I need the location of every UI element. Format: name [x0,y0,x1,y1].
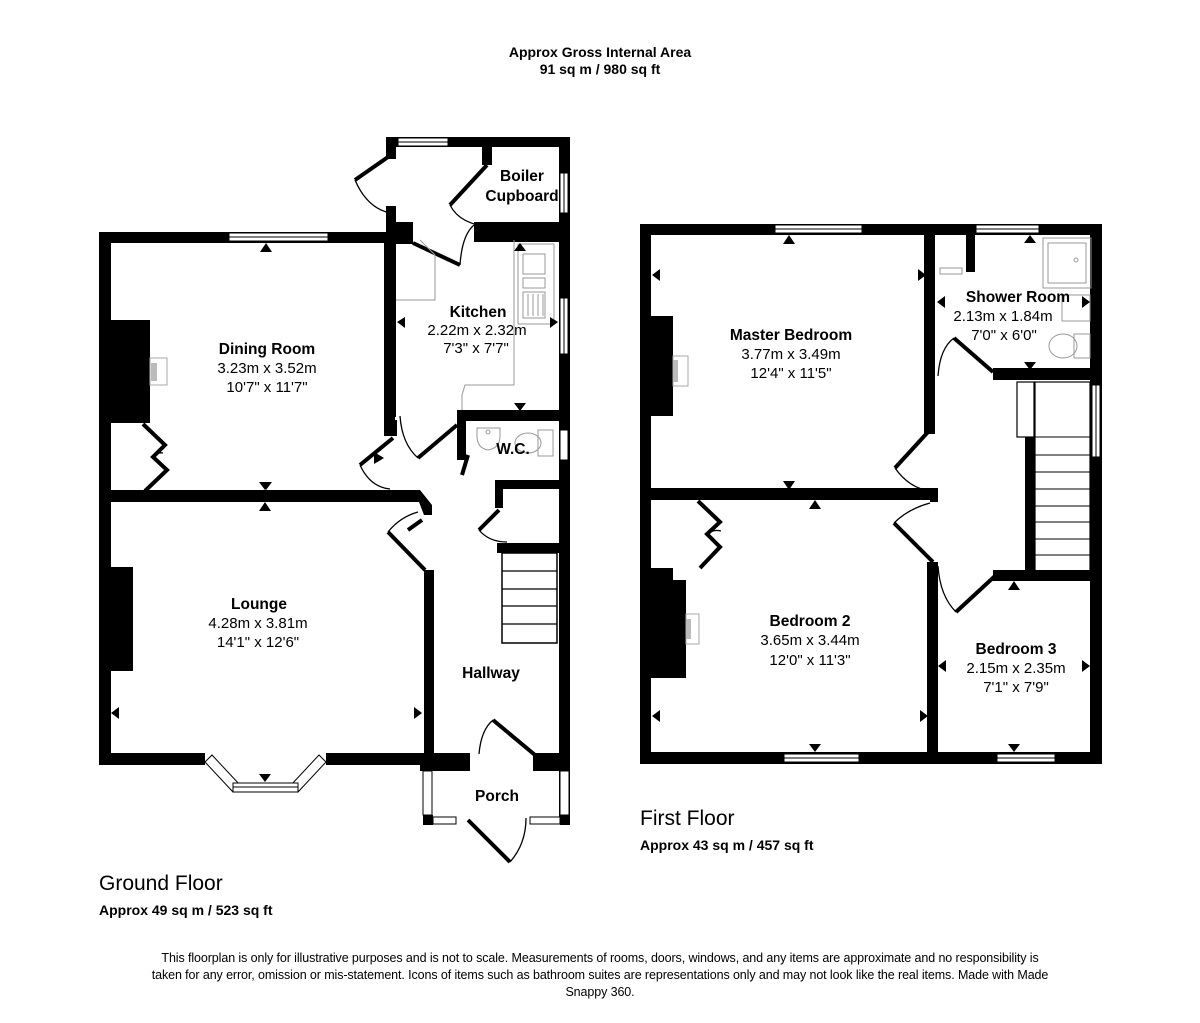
room-label-dining: Dining Room [219,341,315,358]
room-dims-shower-metric: 2.13m x 1.84m [953,308,1052,325]
ground-floor-area: Approx 49 sq m / 523 sq ft [99,902,273,918]
room-label-hallway: Hallway [462,665,520,682]
ground-floor-name: Ground Floor [99,872,223,895]
room-label-master-bedroom: Master Bedroom [730,327,852,344]
room-dims-bedroom2-metric: 3.65m x 3.44m [760,632,859,649]
room-dims-dining-imperial: 10'7" x 11'7" [226,379,307,396]
room-dims-lounge-metric: 4.28m x 3.81m [208,615,307,632]
room-dims-master-imperial: 12'4" x 11'5" [750,365,831,382]
first-floor-name: First Floor [640,807,735,830]
room-dims-kitchen-imperial: 7'3" x 7'7" [443,340,509,357]
gross-area-title: Approx Gross Internal Area [508,44,692,60]
room-dims-kitchen-metric: 2.22m x 2.32m [427,322,526,339]
room-dims-shower-imperial: 7'0" x 6'0" [971,327,1037,344]
room-label-porch: Porch [475,788,519,805]
ground-floor-plan: Boiler Cupboard Kitchen 2.22m x 2.32m 7'… [99,137,570,864]
room-dims-dining-metric: 3.23m x 3.52m [217,360,316,377]
room-dims-bedroom2-imperial: 12'0" x 11'3" [769,652,850,669]
first-floor-area: Approx 43 sq m / 457 sq ft [640,837,814,853]
room-label-boiler-2: Cupboard [485,188,558,205]
room-label-lounge: Lounge [231,596,287,613]
room-label-bedroom-2: Bedroom 2 [770,613,851,630]
room-label-wc: W.C. [496,441,530,458]
room-label-boiler-1: Boiler [500,168,544,185]
first-floor-plan: Master Bedroom 3.77m x 3.49m 12'4" x 11'… [640,224,1102,764]
room-label-shower-room: Shower Room [966,289,1070,306]
gross-area-value: 91 sq m / 980 sq ft [539,61,661,77]
room-dims-master-metric: 3.77m x 3.49m [741,346,840,363]
room-label-kitchen: Kitchen [450,304,507,321]
room-label-bedroom-3: Bedroom 3 [976,641,1057,658]
room-dims-bedroom3-imperial: 7'1" x 7'9" [983,679,1049,696]
room-dims-lounge-imperial: 14'1" x 12'6" [217,634,299,651]
room-dims-bedroom3-metric: 2.15m x 2.35m [966,660,1065,677]
disclaimer-text: This floorplan is only for illustrative … [151,951,1049,999]
